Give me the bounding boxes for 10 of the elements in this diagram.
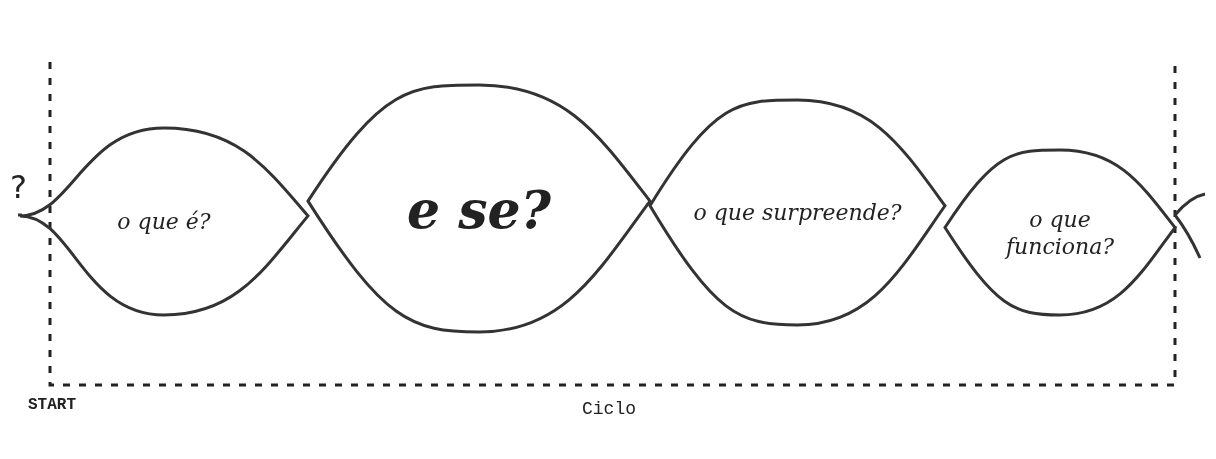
question-text: o que é? <box>116 207 212 236</box>
start-label: START <box>28 396 76 414</box>
question-text: o que funciona? <box>1003 205 1116 260</box>
question-text: e se? <box>406 177 552 241</box>
question-mark: ? <box>10 168 27 206</box>
cycle-label: Ciclo <box>582 399 636 419</box>
lens-shape <box>945 150 1175 315</box>
lens-shape <box>650 100 945 325</box>
lens-shape <box>308 85 650 332</box>
question-text: o que surpreende? <box>692 198 903 227</box>
